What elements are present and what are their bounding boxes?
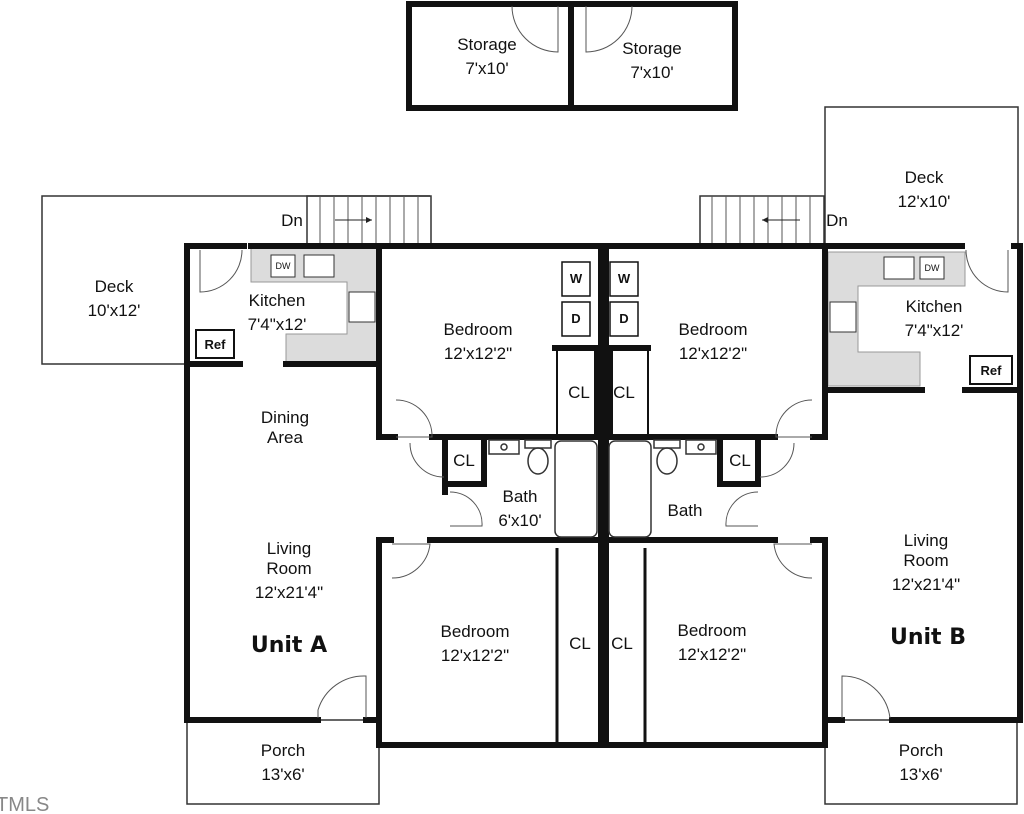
stove-b-icon: [829, 301, 857, 333]
bath-a-fixtures: [488, 439, 598, 538]
bedroom-bl-size: 12'x12'2": [441, 646, 509, 665]
washer-a-label: W: [570, 271, 583, 286]
closet-bath-b-label: CL: [729, 451, 751, 470]
fridge-a-icon: [195, 329, 235, 359]
kitchen-a-name: Kitchen: [249, 291, 306, 310]
deck-left-name: Deck: [95, 277, 134, 296]
tub-a-icon: [554, 440, 598, 538]
stairs-right: [699, 195, 825, 245]
living-b-size: 12'x21'4": [892, 575, 960, 594]
bedroom-tl-size: 12'x12'2": [444, 344, 512, 363]
sink-a-icon: [303, 254, 335, 278]
fridge-a-label: Ref: [205, 337, 227, 352]
dishwasher-b-icon: [919, 256, 945, 280]
toilet-b-icon: [656, 447, 678, 475]
deck-right-size: 12'x10': [898, 192, 951, 211]
dishwasher-a-icon: [270, 254, 296, 278]
living-a-line2: Room: [266, 559, 311, 578]
closet-tl-label: CL: [568, 383, 590, 402]
bedroom-br-name: Bedroom: [678, 621, 747, 640]
kitchen-b-name: Kitchen: [906, 297, 963, 316]
closet-br-label: CL: [611, 634, 633, 653]
dryer-b-label: D: [619, 311, 628, 326]
closet-tr-label: CL: [613, 383, 635, 402]
porch-a-outline: [186, 719, 380, 805]
stairs-left: [306, 195, 432, 245]
kitchen-a-appliances: DW Ref: [195, 254, 376, 359]
living-b-line2: Room: [903, 551, 948, 570]
bedroom-tr-name: Bedroom: [679, 320, 748, 339]
washer-b-icon: [609, 261, 639, 297]
porch-b-name: Porch: [899, 741, 943, 760]
porch-b-outline: [824, 719, 1018, 805]
dryer-a-icon: [561, 301, 591, 337]
washer-b-label: W: [618, 271, 631, 286]
deck-right: [824, 106, 1019, 244]
sink-b-icon: [883, 256, 915, 280]
laundry: W D W D: [561, 261, 639, 337]
storage-building: [406, 1, 738, 111]
stairs-left-label: Dn: [281, 211, 303, 230]
washer-a-icon: [561, 261, 591, 297]
bath-a-size: 6'x10': [498, 511, 541, 530]
dining-a-line2: Area: [267, 428, 303, 447]
dishwasher-a-label: DW: [276, 261, 291, 271]
bath-b-fixtures: [608, 439, 717, 538]
fridge-b-icon: [969, 355, 1013, 385]
unit-a-label: Unit A: [251, 633, 327, 658]
kitchen-a-size: 7'4"x12': [248, 315, 307, 334]
bedroom-br-size: 12'x12'2": [678, 645, 746, 664]
dishwasher-b-label: DW: [925, 263, 940, 273]
bedroom-bl-name: Bedroom: [441, 622, 510, 641]
porch-a-size: 13'x6': [261, 765, 304, 784]
storage-right-size: 7'x10': [630, 63, 673, 82]
kitchen-b-size: 7'4"x12': [905, 321, 964, 340]
walls: [184, 243, 1023, 748]
dryer-b-icon: [609, 301, 639, 337]
kitchen-b-counter: [827, 251, 966, 387]
closet-bl-label: CL: [569, 634, 591, 653]
porch-a-name: Porch: [261, 741, 305, 760]
deck-left-size: 10'x12': [88, 301, 141, 320]
bedroom-tl-name: Bedroom: [444, 320, 513, 339]
porch-b-size: 13'x6': [899, 765, 942, 784]
living-b-line1: Living: [904, 531, 948, 550]
stairs-right-label: Dn: [826, 211, 848, 230]
closet-bath-a-label: CL: [453, 451, 475, 470]
unit-b-label: Unit B: [890, 625, 966, 650]
kitchen-b-appliances: DW Ref: [829, 256, 1013, 385]
storage-right-name: Storage: [622, 39, 682, 58]
bedroom-tr-size: 12'x12'2": [679, 344, 747, 363]
tub-b-icon: [608, 440, 652, 538]
dryer-a-label: D: [571, 311, 580, 326]
watermark-logo: TMLS: [0, 794, 49, 814]
dining-a-line1: Dining: [261, 408, 309, 427]
living-a-line1: Living: [267, 539, 311, 558]
living-a-size: 12'x21'4": [255, 583, 323, 602]
fridge-b-label: Ref: [981, 363, 1003, 378]
deck-right-name: Deck: [905, 168, 944, 187]
stove-a-icon: [348, 291, 376, 323]
storage-left-size: 7'x10': [465, 59, 508, 78]
door-swings: [199, 249, 1009, 719]
storage-left-name: Storage: [457, 35, 517, 54]
toilet-a-icon: [527, 447, 549, 475]
bath-a-name: Bath: [503, 487, 538, 506]
bath-b-name: Bath: [668, 501, 703, 520]
